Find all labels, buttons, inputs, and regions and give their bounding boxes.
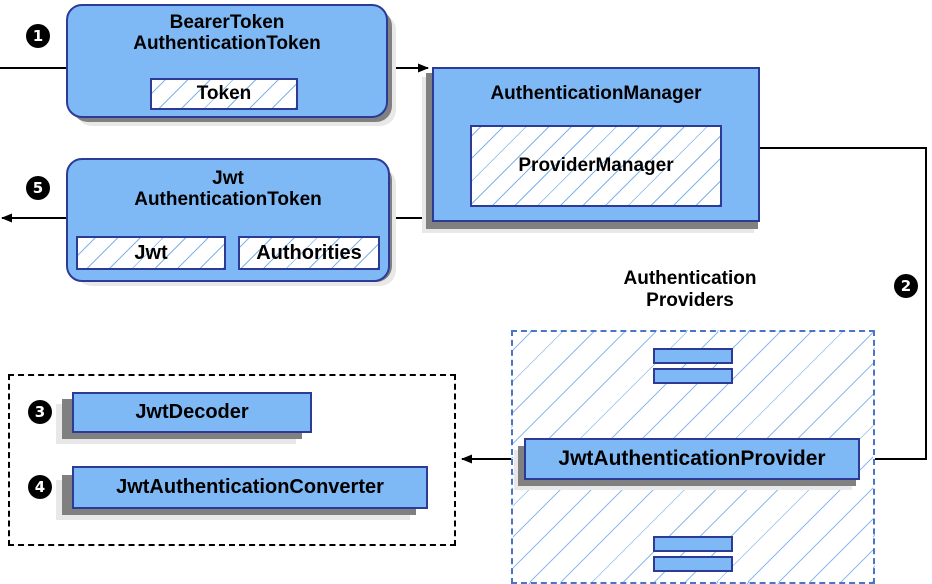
bearer-token-title-line2: AuthenticationToken [133, 33, 321, 55]
marker-step-1: 1 [26, 24, 50, 48]
node-jwt-token-inner-jwt[interactable]: Jwt [76, 236, 226, 270]
marker-step-5-number: 5 [32, 178, 44, 197]
node-jwt-decoder[interactable]: JwtDecoder [72, 392, 312, 433]
marker-step-2: 2 [894, 274, 918, 298]
provider-placeholder-top-1[interactable] [653, 348, 733, 364]
jwt-token-title-line2: AuthenticationToken [134, 189, 322, 211]
jwt-authentication-converter-label: JwtAuthenticationConverter [116, 476, 384, 499]
bearer-token-title-line1: BearerToken [169, 12, 285, 33]
jwt-decoder-label: JwtDecoder [135, 401, 249, 424]
authorities-label: Authorities [256, 241, 362, 264]
provider-manager-label: ProviderManager [518, 155, 674, 176]
authentication-manager-title: AuthenticationManager [490, 83, 702, 104]
node-jwt-authentication-provider[interactable]: JwtAuthenticationProvider [524, 438, 860, 480]
authentication-providers-title-line2: Providers [646, 289, 734, 311]
jwt-token-title-line1: Jwt [212, 168, 244, 189]
node-bearer-token-authentication-token[interactable]: BearerToken AuthenticationToken [66, 4, 388, 118]
provider-placeholder-top-2[interactable] [653, 368, 733, 384]
authentication-providers-title-line1: Authentication [623, 268, 757, 289]
marker-step-3-number: 3 [34, 402, 46, 421]
node-provider-manager[interactable]: ProviderManager [470, 125, 722, 207]
marker-step-3: 3 [28, 400, 52, 424]
marker-step-4: 4 [28, 475, 52, 499]
jwt-label: Jwt [134, 241, 168, 264]
marker-step-4-number: 4 [34, 477, 46, 496]
node-jwt-authentication-converter[interactable]: JwtAuthenticationConverter [72, 466, 428, 509]
provider-placeholder-bottom-2[interactable] [653, 556, 733, 572]
node-bearer-token-inner-token[interactable]: Token [150, 78, 298, 110]
marker-step-5: 5 [26, 176, 50, 200]
provider-placeholder-bottom-1[interactable] [653, 536, 733, 552]
marker-step-2-number: 2 [900, 276, 912, 295]
authentication-providers-title: Authentication Providers [590, 268, 790, 312]
marker-step-1-number: 1 [32, 26, 44, 45]
jwt-authentication-provider-label: JwtAuthenticationProvider [558, 447, 826, 471]
node-jwt-token-inner-authorities[interactable]: Authorities [238, 236, 380, 270]
token-label: Token [196, 83, 252, 104]
